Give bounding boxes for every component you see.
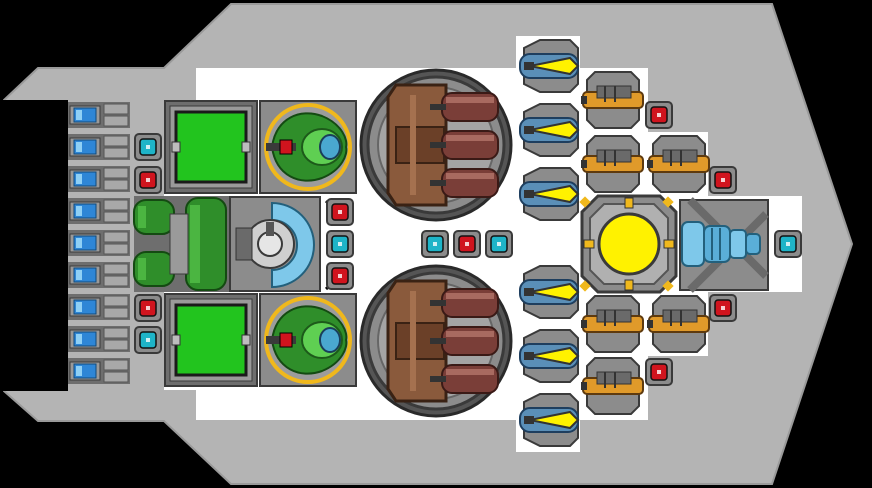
red-power-node[interactable] — [645, 101, 673, 129]
cargo-pod-bottom[interactable] — [359, 264, 513, 418]
thruster[interactable] — [581, 357, 644, 415]
main-engine[interactable] — [679, 197, 769, 293]
reactor-core[interactable] — [579, 194, 678, 294]
red-power-node[interactable] — [326, 262, 354, 290]
turret-bottom[interactable] — [259, 293, 357, 387]
battery-cell[interactable] — [68, 294, 130, 320]
missile-launcher[interactable] — [519, 103, 580, 157]
red-power-node[interactable] — [326, 198, 354, 226]
control-screen-bottom[interactable] — [164, 293, 258, 387]
battery-cell[interactable] — [68, 198, 130, 224]
thruster[interactable] — [581, 135, 644, 193]
red-power-node[interactable] — [709, 166, 737, 194]
red-power-node[interactable] — [134, 166, 162, 194]
control-screen-top[interactable] — [164, 100, 258, 194]
cyan-power-node[interactable] — [134, 326, 162, 354]
missile-launcher[interactable] — [519, 167, 580, 221]
battery-cell[interactable] — [68, 358, 130, 384]
shield-generator[interactable] — [229, 196, 321, 292]
battery-cell[interactable] — [68, 262, 130, 288]
cargo-pod-top[interactable] — [359, 68, 513, 222]
missile-launcher[interactable] — [519, 329, 580, 383]
battery-cell[interactable] — [68, 326, 130, 352]
battery-cell[interactable] — [68, 102, 130, 128]
cyan-power-node[interactable] — [485, 230, 513, 258]
battery-cell[interactable] — [68, 166, 130, 192]
green-fuel-tank[interactable] — [133, 196, 230, 292]
missile-launcher[interactable] — [519, 265, 580, 319]
missile-launcher[interactable] — [519, 393, 580, 447]
power-node-group — [134, 101, 802, 386]
red-power-node[interactable] — [134, 294, 162, 322]
red-power-node[interactable] — [709, 294, 737, 322]
cyan-power-node[interactable] — [134, 133, 162, 161]
battery-cell[interactable] — [68, 230, 130, 256]
battery-column — [68, 102, 130, 384]
battery-cell[interactable] — [68, 134, 130, 160]
thruster[interactable] — [581, 71, 644, 129]
missile-launcher-group — [519, 39, 580, 447]
cyan-power-node[interactable] — [326, 230, 354, 258]
cyan-power-node[interactable] — [774, 230, 802, 258]
thruster[interactable] — [647, 135, 710, 193]
missile-launcher[interactable] — [519, 39, 580, 93]
red-power-node[interactable] — [453, 230, 481, 258]
thruster[interactable] — [581, 295, 644, 353]
thruster-group — [581, 71, 710, 415]
red-power-node[interactable] — [645, 358, 673, 386]
cyan-power-node[interactable] — [421, 230, 449, 258]
turret-top[interactable] — [259, 100, 357, 194]
thruster[interactable] — [647, 295, 710, 353]
